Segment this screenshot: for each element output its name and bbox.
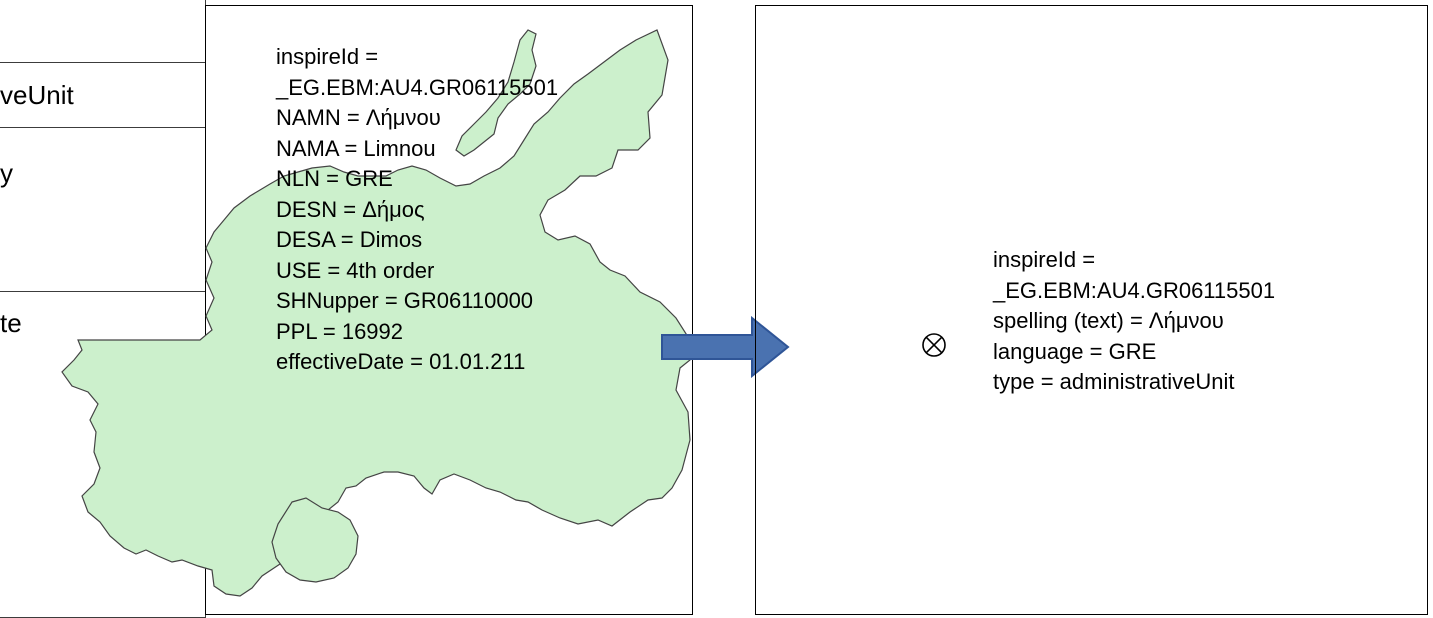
uml-attribute: y: [0, 158, 13, 188]
island-main-shape: [61, 29, 691, 597]
result-attribute-line: spelling (text) = Λήμνου: [993, 308, 1224, 333]
uml-divider-2: [0, 127, 206, 128]
result-attribute-list: inspireId = _EG.EBM:AU4.GR06115501 spell…: [993, 245, 1275, 398]
attribute-line: effectiveDate = 01.01.211: [276, 349, 526, 374]
geometry-point-icon: [920, 331, 948, 364]
attribute-line: PPL = 16992: [276, 318, 404, 344]
attribute-line: USE = 4th order: [276, 257, 435, 283]
island-south-lobe-shape: [271, 497, 359, 583]
attribute-line: DESN = Δήμος: [276, 196, 425, 222]
result-attribute-line: inspireId =: [993, 247, 1096, 272]
attribute-line: NAMN = Λήμνου: [276, 105, 441, 130]
attribute-line: inspireId =: [276, 44, 379, 69]
transform-arrow-icon: [661, 316, 790, 378]
attribute-line: DESA = Dimos: [276, 227, 423, 252]
limnos-island-map: [61, 29, 691, 597]
result-attribute-line: _EG.EBM:AU4.GR06115501: [993, 277, 1276, 303]
attribute-line: NAMA = Limnou: [276, 135, 436, 161]
result-attribute-line: type = administrativeUnit: [993, 369, 1235, 394]
uml-divider-3: [0, 291, 206, 292]
result-attribute-line: language = GRE: [993, 338, 1157, 364]
island-peninsula-shape: [455, 29, 537, 157]
uml-class-name: veUnit: [0, 80, 74, 110]
attribute-line: _EG.EBM:AU4.GR06115501: [276, 74, 559, 100]
uml-attribute: te: [0, 308, 22, 338]
attribute-line: NLN = GRE: [276, 166, 393, 191]
uml-divider-1: [0, 62, 206, 63]
source-attribute-list: inspireId = _EG.EBM:AU4.GR06115501 NAMN …: [276, 42, 558, 378]
attribute-line: SHNupper = GR06110000: [276, 288, 534, 313]
